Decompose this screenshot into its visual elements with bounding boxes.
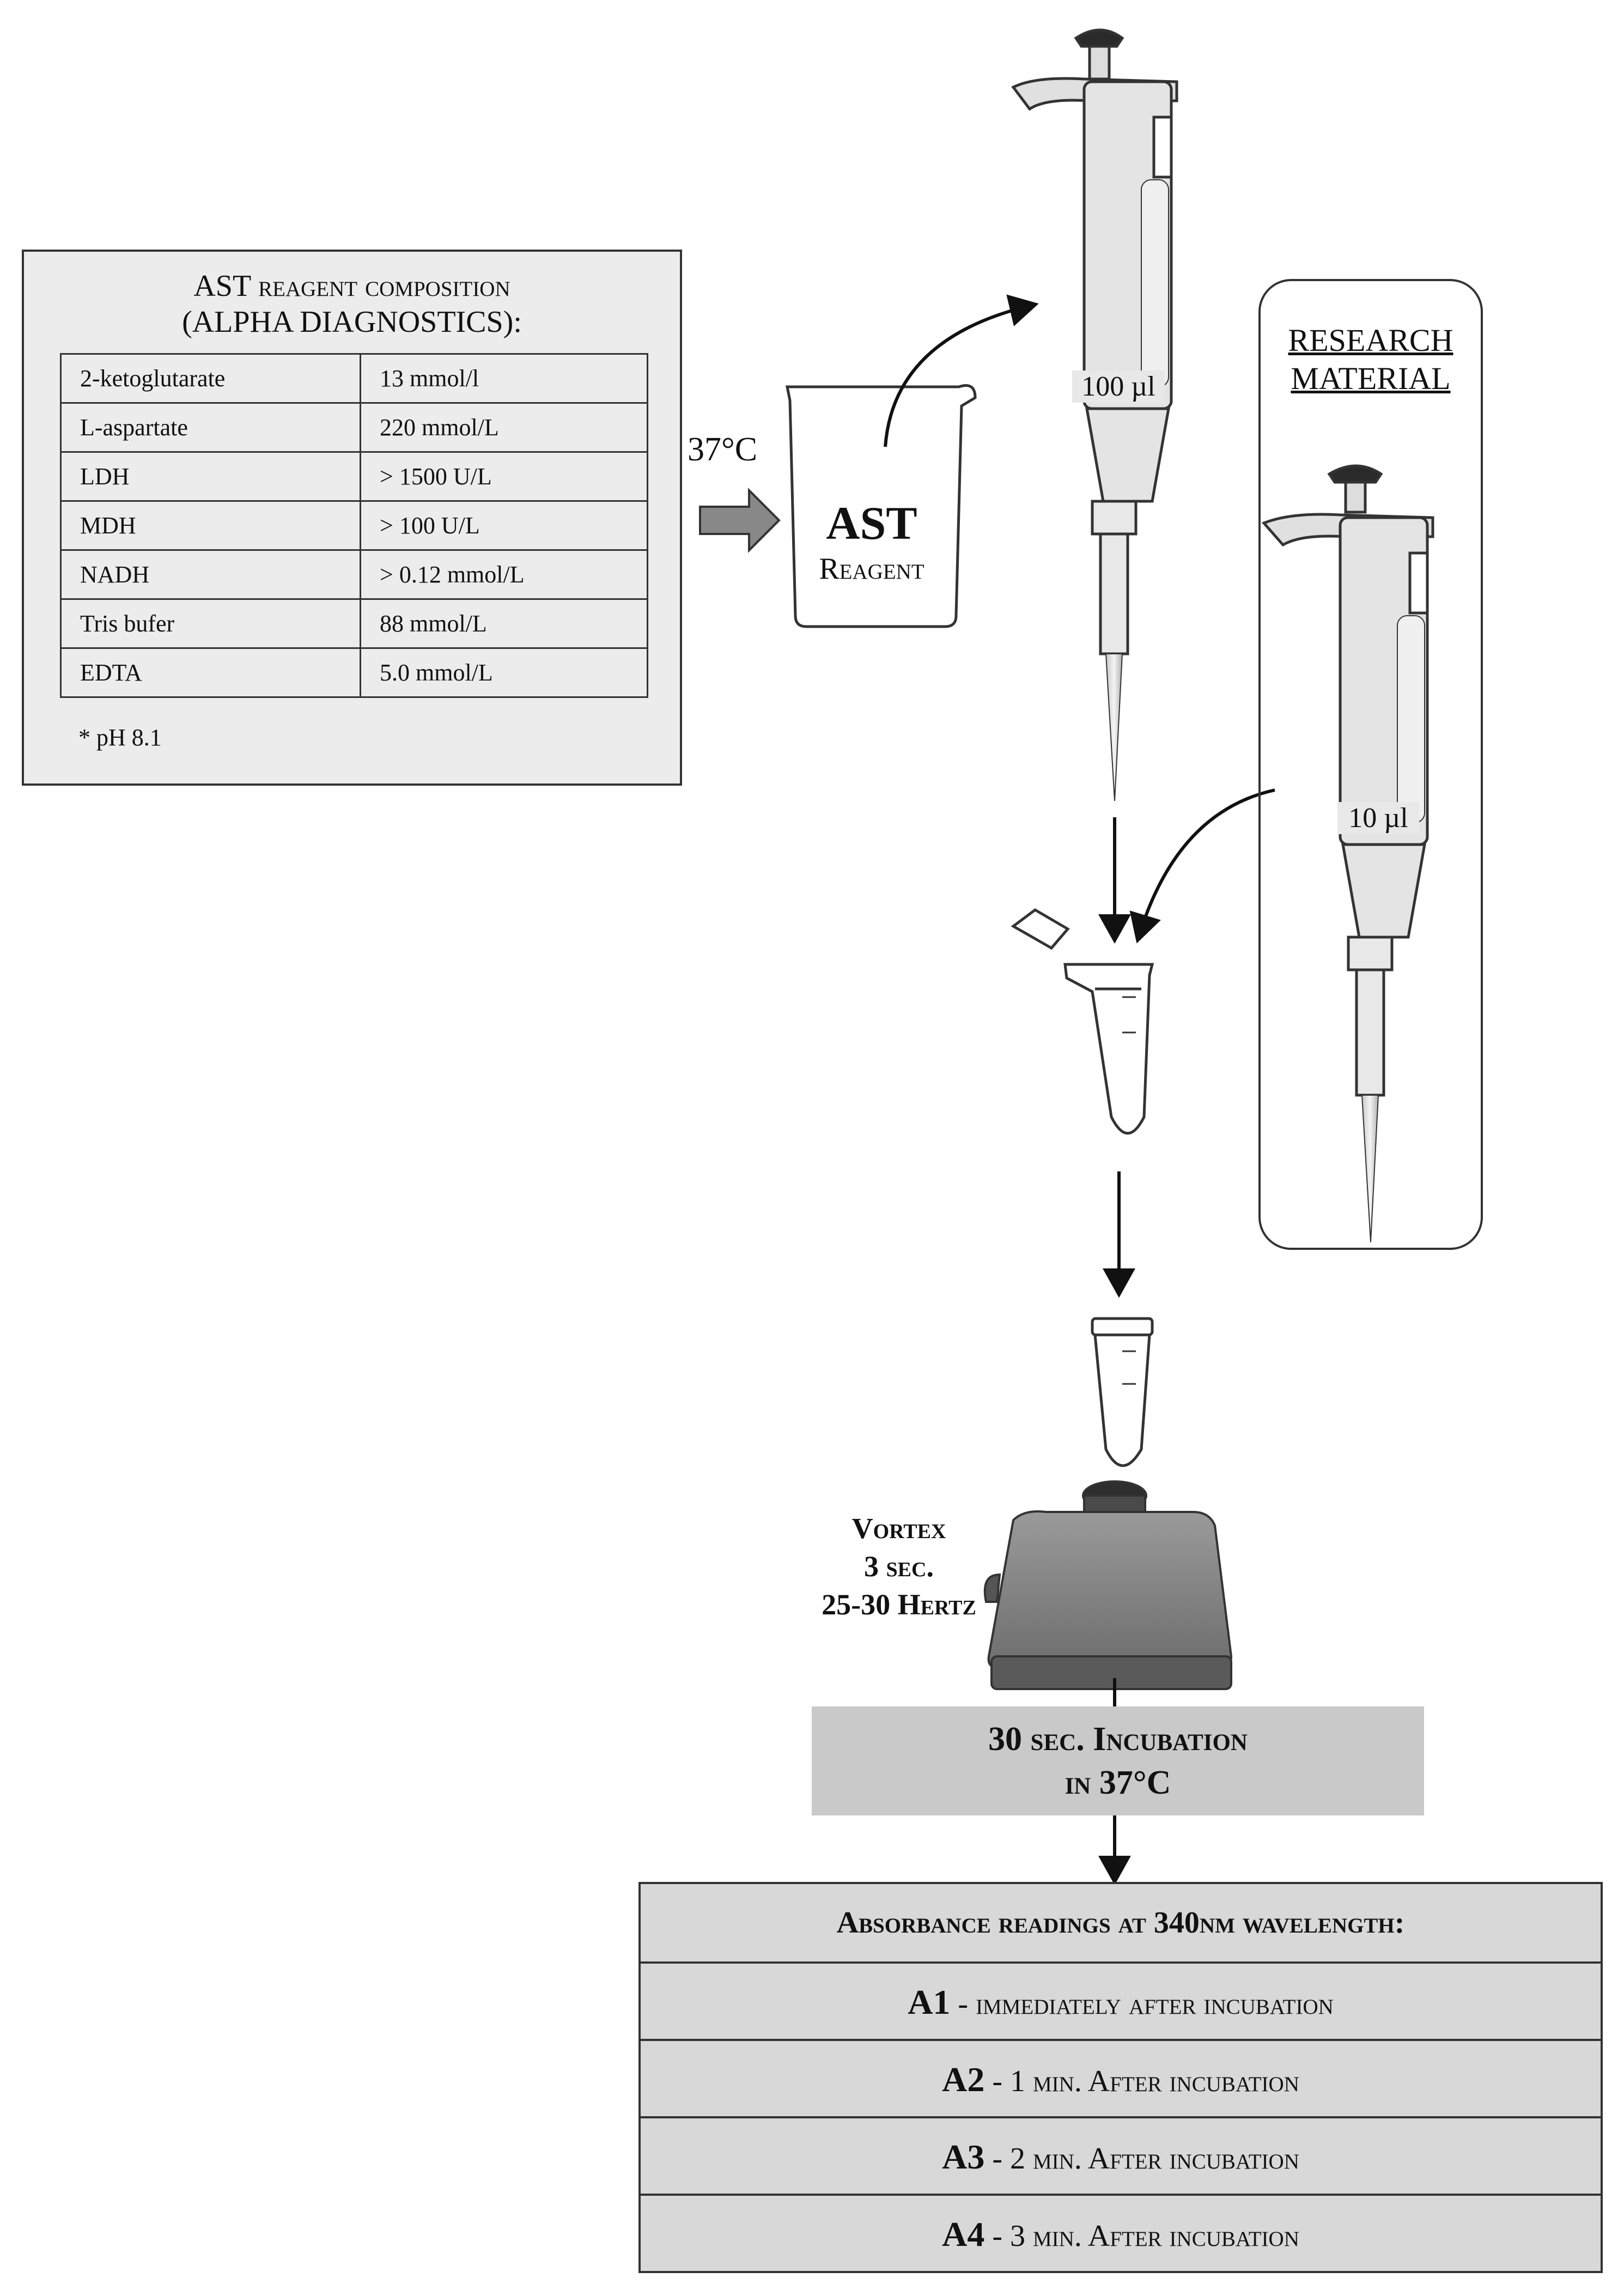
vortex-label: Vortex 3 sec. 25-30 Hertz <box>790 1509 1008 1624</box>
component-name: Tris bufer <box>60 598 361 649</box>
incubation-line2: in 37°C <box>1065 1764 1171 1801</box>
research-title-line1: RESEARCH <box>1288 323 1453 358</box>
component-value: > 100 U/L <box>360 500 648 551</box>
large-pipette-volume: 100 µl <box>1072 370 1165 403</box>
readings-header: Absorbance readings at 340nm wavelength: <box>641 1884 1601 1961</box>
curved-arrow-to-pipette <box>884 294 1039 447</box>
reagent-composition-panel: AST reagent composition (ALPHA DIAGNOSTI… <box>22 250 682 786</box>
reagent-title: AST reagent composition (ALPHA DIAGNOSTI… <box>24 268 680 340</box>
component-name: EDTA <box>60 647 361 698</box>
component-name: NADH <box>60 549 361 600</box>
reading-code: A1 <box>908 1983 951 2021</box>
transfer-arrow-icon <box>699 488 781 553</box>
reading-code: A2 <box>942 2060 985 2099</box>
vortex-label-line1: Vortex <box>851 1512 946 1545</box>
component-value: 5.0 mmol/L <box>360 647 648 698</box>
reading-row: A4 - 3 min. After incubation <box>641 2194 1601 2271</box>
reagent-title-line1: AST reagent composition <box>193 269 510 303</box>
reading-text: - immediately after incubation <box>950 1987 1334 2021</box>
table-row: MDH> 100 U/L <box>60 500 648 551</box>
component-value: > 1500 U/L <box>360 451 648 502</box>
closed-tube-icon <box>1091 1317 1154 1467</box>
incubation-box: 30 sec. Incubation in 37°C <box>812 1706 1424 1815</box>
component-name: MDH <box>60 500 361 551</box>
curved-arrow-research-to-tube <box>1129 788 1275 944</box>
vortex-label-line3: 25-30 Hertz <box>822 1588 976 1621</box>
vortex-mixer-icon <box>983 1480 1233 1690</box>
research-material-box <box>1258 279 1483 1250</box>
research-material-title: RESEARCH MATERIAL <box>1258 321 1483 398</box>
small-pipette-volume: 10 µl <box>1337 802 1419 834</box>
component-value: 13 mmol/l <box>360 353 648 404</box>
reagent-title-line2: (ALPHA DIAGNOSTICS): <box>182 305 522 339</box>
temperature-label: 37°C <box>688 431 758 468</box>
reading-text: - 2 min. After incubation <box>984 2142 1299 2176</box>
small-pipette-icon <box>1261 464 1434 1243</box>
research-title-line2: MATERIAL <box>1291 361 1451 396</box>
reading-row: A1 - immediately after incubation <box>641 1961 1601 2039</box>
reading-text: - 3 min. After incubation <box>984 2219 1299 2253</box>
component-value: 88 mmol/L <box>360 598 648 649</box>
component-name: L-aspartate <box>60 402 361 453</box>
component-value: 220 mmol/L <box>360 402 648 453</box>
beaker-icon <box>785 384 977 628</box>
beaker-label-ast: AST <box>826 497 917 549</box>
ph-note: * pH 8.1 <box>78 724 162 751</box>
component-name: LDH <box>60 451 361 502</box>
component-value: > 0.12 mmol/L <box>360 549 648 600</box>
beaker-label-reagent: Reagent <box>819 552 924 586</box>
absorbance-readings-table: Absorbance readings at 340nm wavelength:… <box>638 1882 1603 2273</box>
large-pipette-icon <box>1011 28 1178 801</box>
table-row: LDH> 1500 U/L <box>60 451 648 502</box>
reading-row: A2 - 1 min. After incubation <box>641 2039 1601 2116</box>
component-name: 2-ketoglutarate <box>60 353 361 404</box>
table-row: NADH> 0.12 mmol/L <box>60 549 648 600</box>
reading-code: A4 <box>942 2215 985 2254</box>
reading-code: A3 <box>942 2137 985 2176</box>
vortex-label-line2: 3 sec. <box>864 1550 934 1583</box>
open-tube-icon <box>1011 908 1154 1135</box>
reading-row: A3 - 2 min. After incubation <box>641 2116 1601 2194</box>
reading-text: - 1 min. After incubation <box>984 2064 1299 2098</box>
incubation-line1: 30 sec. Incubation <box>988 1721 1248 1758</box>
